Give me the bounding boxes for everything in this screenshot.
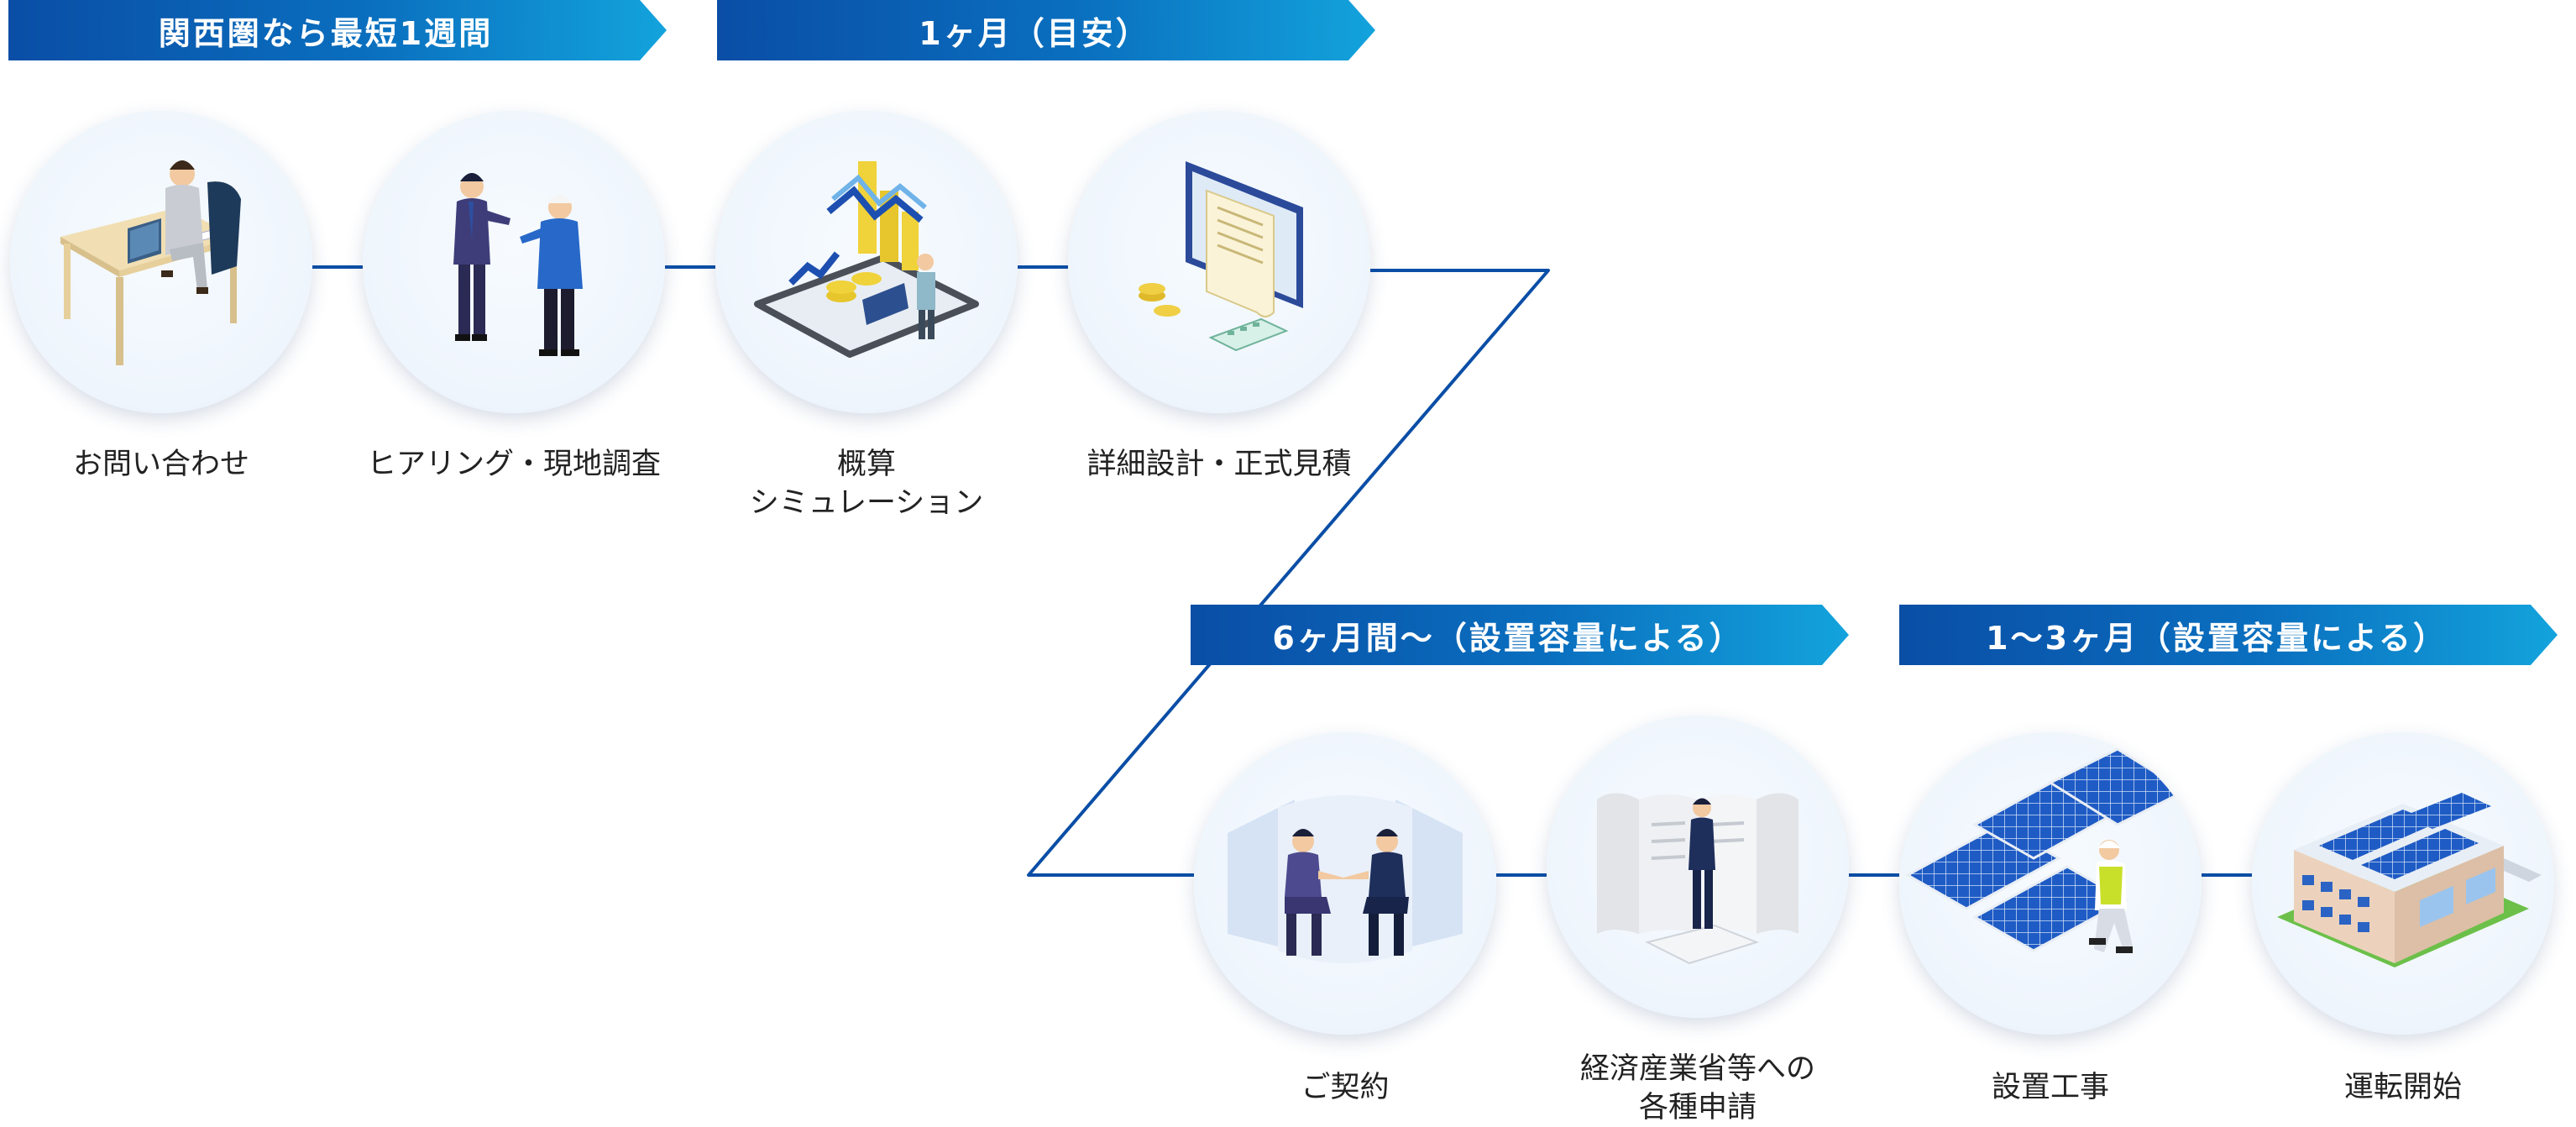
office-desk-icon [60, 160, 241, 365]
step-inquiry [10, 111, 312, 413]
phase-banner-label: 6ヶ月間〜（設置容量による） [1272, 619, 1744, 657]
step-label-contract: ご契約 [1301, 1071, 1390, 1104]
step-hearing [363, 111, 665, 413]
step-installation [1899, 732, 2202, 1035]
connector-4-5 [1027, 269, 1550, 877]
estimate-document-icon [1139, 161, 1303, 352]
step-operation [2252, 732, 2554, 1035]
step-label-estimate: 詳細設計・正式見積 [1086, 448, 1352, 481]
step-label-operation: 運転開始 [2343, 1071, 2462, 1104]
step-estimate [1068, 111, 1370, 413]
consultation-icon [453, 173, 583, 356]
step-label-simulation: 概算 シミュレーション [749, 448, 984, 520]
chart-simulation-icon [754, 161, 979, 358]
step-simulation [715, 111, 1018, 413]
solar-installation-icon [1904, 747, 2188, 953]
application-documents-icon [1597, 793, 1798, 965]
phase-banner-1: 関西圏なら最短1週間 [8, 0, 667, 60]
step-label-inquiry: お問い合わせ [72, 448, 249, 481]
phase-banner-4: 1〜3ヶ月（設置容量による） [1899, 605, 2558, 665]
phase-banner-2: 1ヶ月（目安） [717, 0, 1375, 60]
step-label-hearing: ヒアリング・現地調査 [366, 448, 661, 481]
step-label-applications: 経済産業省等への 各種申請 [1579, 1052, 1815, 1124]
step-label-installation: 設置工事 [1991, 1071, 2109, 1104]
solar-factory-icon [2277, 793, 2542, 967]
step-contract [1194, 732, 1496, 1035]
phase-banner-label: 1ヶ月（目安） [919, 14, 1150, 52]
phase-banner-label: 関西圏なら最短1週間 [158, 14, 494, 52]
phase-banner-label: 1〜3ヶ月（設置容量による） [1986, 619, 2448, 657]
handshake-contract-icon [1228, 795, 1463, 963]
phase-banner-3: 6ヶ月間〜（設置容量による） [1191, 605, 1849, 665]
step-applications [1547, 716, 1849, 1018]
